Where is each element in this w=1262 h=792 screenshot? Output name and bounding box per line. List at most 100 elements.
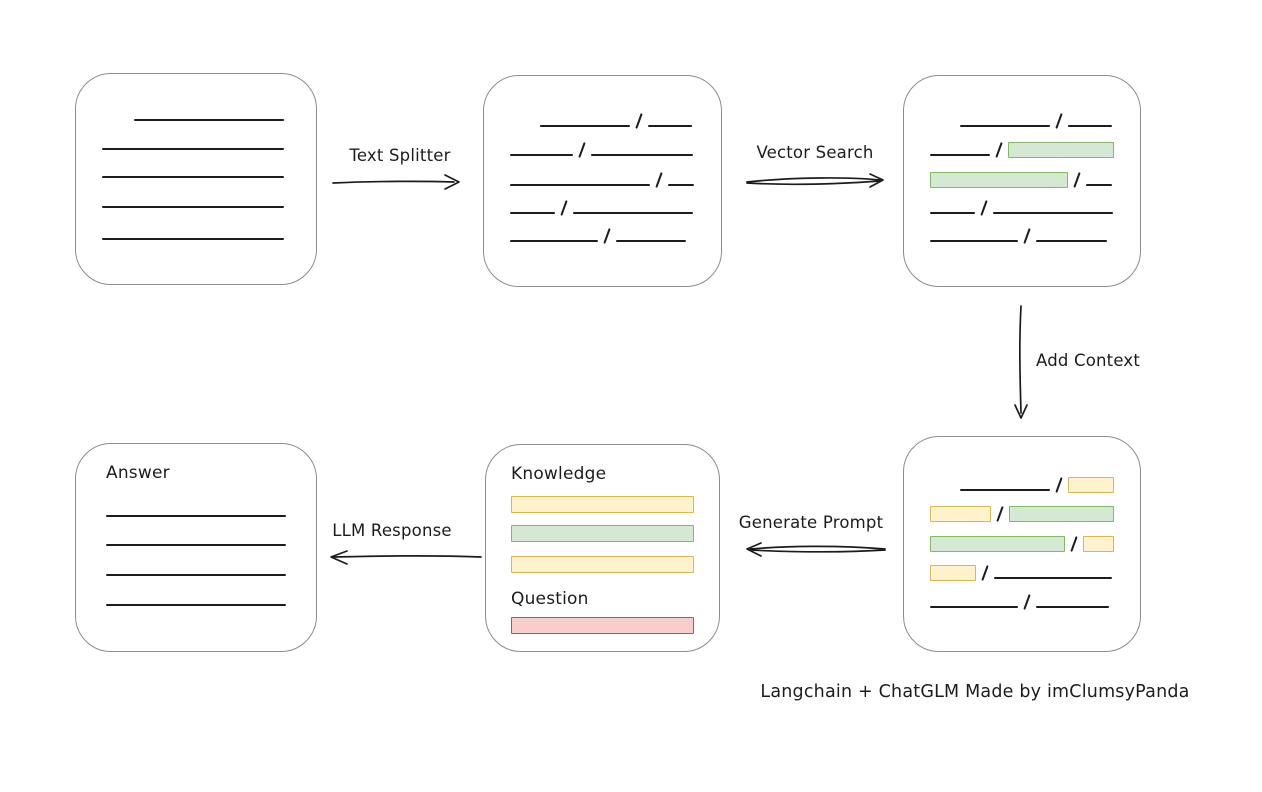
answer-line-row xyxy=(106,578,286,608)
slash-separator xyxy=(578,142,586,158)
text-line xyxy=(960,489,1051,491)
text-line xyxy=(106,574,286,576)
context-chunks-line-row xyxy=(930,522,1114,552)
slash-separator xyxy=(981,565,989,581)
source-document-line-row xyxy=(102,180,290,210)
box-answer: Answer xyxy=(75,443,317,652)
split-chunks-line-row xyxy=(510,129,695,158)
source-document-line-row xyxy=(102,210,290,242)
context-chunks-line-row xyxy=(960,464,1114,493)
text-line xyxy=(106,515,286,517)
text-line xyxy=(648,125,693,127)
green-highlight-chip xyxy=(930,536,1065,552)
matched-chunks-line-row xyxy=(930,129,1114,158)
box-split-chunks xyxy=(483,75,722,287)
slash-separator xyxy=(635,113,643,129)
text-line xyxy=(106,544,286,546)
prompt-yellow-bar xyxy=(511,496,694,513)
box-matched-chunks xyxy=(903,75,1141,287)
text-line xyxy=(102,176,284,178)
text-line xyxy=(930,606,1018,608)
text-line xyxy=(993,212,1114,214)
yellow-highlight-chip xyxy=(930,565,976,581)
matched-chunks-line-row xyxy=(930,216,1114,244)
slash-separator xyxy=(560,200,568,216)
add-context-arrow xyxy=(1014,305,1028,419)
llm-response-arrow xyxy=(330,550,482,565)
green-highlight-chip xyxy=(1008,142,1114,158)
box-source-document xyxy=(75,73,317,285)
matched-chunks-line-row xyxy=(960,100,1114,129)
context-chunks-line-row xyxy=(930,552,1114,581)
text-line xyxy=(960,125,1050,127)
text-line xyxy=(1068,125,1113,127)
text-line xyxy=(510,184,650,186)
yellow-highlight-chip xyxy=(1082,536,1114,552)
context-chunks-line-row xyxy=(930,581,1114,610)
text-splitter-label: Text Splitter xyxy=(349,146,451,165)
text-line xyxy=(510,240,598,242)
answer-line-row xyxy=(106,548,286,578)
prompt-title: Knowledge xyxy=(511,464,607,484)
text-line xyxy=(930,154,991,156)
slash-separator xyxy=(1023,594,1031,610)
context-chunks-line-row xyxy=(930,493,1114,522)
green-highlight-chip xyxy=(930,172,1068,188)
matched-chunks-line-row xyxy=(930,188,1114,216)
text-line xyxy=(930,240,1018,242)
green-highlight-chip xyxy=(1009,506,1114,522)
answer-line-row xyxy=(106,486,286,519)
text-line xyxy=(930,212,975,214)
generate-prompt-label: Generate Prompt xyxy=(738,513,884,532)
text-line xyxy=(668,184,695,186)
yellow-highlight-chip xyxy=(1068,477,1114,493)
add-context-label: Add Context xyxy=(1036,351,1141,370)
box-context-chunks xyxy=(903,436,1141,652)
text-line xyxy=(1036,606,1110,608)
slash-separator xyxy=(980,200,988,216)
matched-chunks-line-row xyxy=(930,158,1114,188)
slash-separator xyxy=(1073,172,1081,188)
text-line xyxy=(1036,240,1108,242)
llm-response-label: LLM Response xyxy=(332,521,452,540)
text-line xyxy=(510,212,555,214)
slash-separator xyxy=(655,172,663,188)
slash-separator xyxy=(996,506,1004,522)
split-chunks-line-row xyxy=(510,158,695,188)
text-line xyxy=(106,604,286,606)
text-line xyxy=(134,119,284,121)
split-chunks-line-row xyxy=(540,100,695,129)
text-line xyxy=(510,154,573,156)
text-line xyxy=(616,240,687,242)
diagram-caption: Langchain + ChatGLM Made by imClumsyPand… xyxy=(760,682,1190,702)
text-line xyxy=(102,206,284,208)
text-line xyxy=(102,238,284,240)
vector-search-arrow xyxy=(746,173,884,188)
text-line xyxy=(573,212,694,214)
prompt-yellow-bar xyxy=(511,556,694,573)
answer-title: Answer xyxy=(106,463,170,483)
split-chunks-line-row xyxy=(510,188,695,216)
slash-separator xyxy=(1069,536,1078,552)
text-line xyxy=(591,154,694,156)
source-document-line-row xyxy=(102,152,290,180)
text-line xyxy=(1086,184,1113,186)
slash-separator xyxy=(995,142,1004,158)
text-splitter-arrow xyxy=(332,174,460,190)
yellow-highlight-chip xyxy=(930,506,991,522)
text-line xyxy=(540,125,630,127)
split-chunks-line-row xyxy=(510,216,695,244)
prompt-title: Question xyxy=(511,589,589,609)
source-document-line-row xyxy=(102,123,290,152)
vector-search-label: Vector Search xyxy=(756,143,874,162)
text-line xyxy=(994,577,1113,579)
slash-separator xyxy=(1055,113,1063,129)
slash-separator xyxy=(1055,477,1064,493)
slash-separator xyxy=(603,228,611,244)
answer-line-row xyxy=(106,519,286,548)
prompt-red-bar xyxy=(511,617,694,634)
generate-prompt-arrow xyxy=(746,542,886,557)
text-line xyxy=(102,148,284,150)
